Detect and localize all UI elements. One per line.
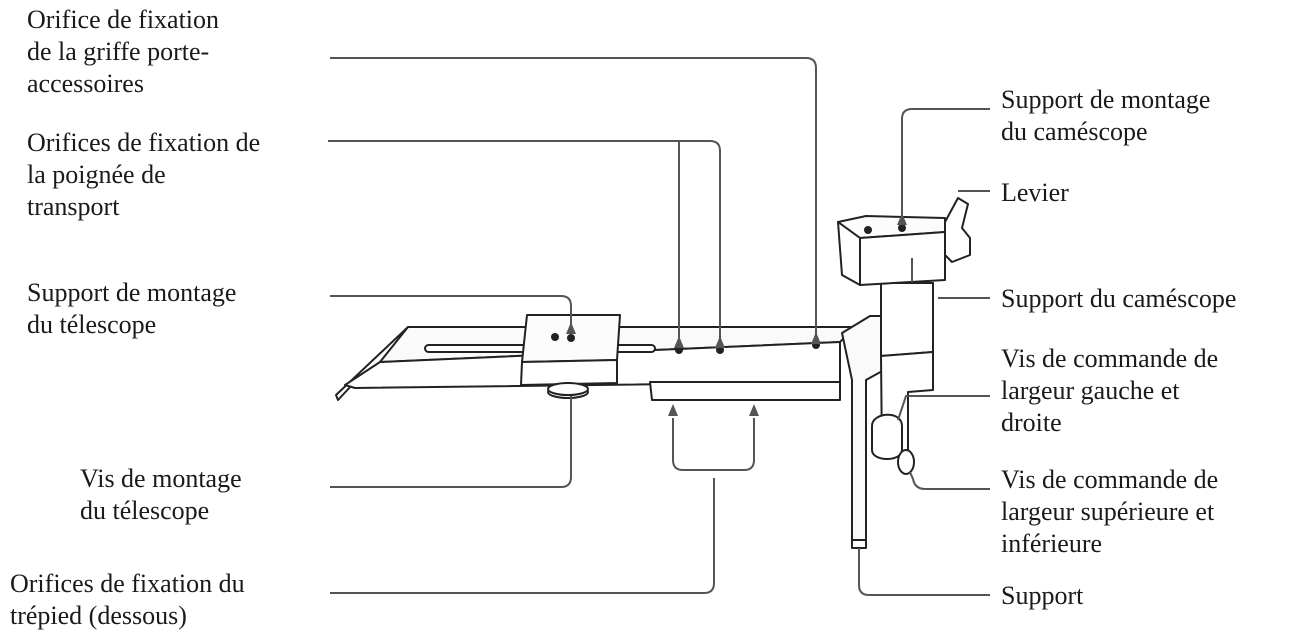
leader-poignee bbox=[328, 140, 721, 347]
label-levier: Levier bbox=[1001, 178, 1069, 207]
label-vis-telescope: Vis de montage du télescope bbox=[80, 464, 242, 525]
label-vis-gauche-droite: Vis de commande de largeur gauche et dro… bbox=[1001, 344, 1219, 437]
leader-support-du-camescope bbox=[911, 258, 990, 299]
label-support-du-camescope: Support du caméscope bbox=[1001, 284, 1237, 313]
camcorder-mount-front bbox=[859, 231, 946, 286]
rail-underside-plate bbox=[649, 381, 841, 401]
leader-vis-gauche-droite bbox=[897, 395, 990, 421]
leader-trepied-bracket bbox=[672, 418, 755, 471]
leader-lines bbox=[328, 57, 990, 596]
label-vis-sup-inf: Vis de commande de largeur supérieure et… bbox=[1001, 465, 1219, 558]
label-support: Support bbox=[1001, 581, 1084, 610]
bracket-foot bbox=[851, 539, 867, 549]
arrowheads bbox=[566, 213, 907, 416]
leader-vis-sup-inf bbox=[909, 471, 990, 490]
camcorder-plate-hole-2 bbox=[898, 224, 906, 232]
telescope-plate-hole-1 bbox=[551, 333, 559, 341]
leader-vis-telescope bbox=[330, 396, 572, 488]
leader-griffe bbox=[330, 57, 817, 343]
label-poignee: Orifices de fixation de la poignée de tr… bbox=[27, 128, 261, 221]
bracket-vertical-body bbox=[841, 315, 885, 541]
leader-support bbox=[858, 548, 990, 596]
label-support-camescope: Support de montage du caméscope bbox=[1001, 85, 1211, 146]
camcorder-support-column bbox=[880, 282, 934, 357]
camcorder-plate-hole-1 bbox=[864, 226, 872, 234]
height-screw-knob bbox=[897, 449, 915, 475]
leader-trepied bbox=[330, 478, 715, 594]
label-griffe: Orifice de fixation de la griffe porte- … bbox=[27, 5, 220, 98]
label-trepied: Orifices de fixation du trépied (dessous… bbox=[10, 569, 245, 630]
label-support-telescope: Support de montage du télescope bbox=[27, 278, 237, 339]
leader-support-camescope bbox=[901, 108, 990, 224]
lever bbox=[944, 197, 971, 263]
telescope-mount-front bbox=[520, 359, 618, 386]
telescope-plate-hole-2 bbox=[567, 334, 575, 342]
leader-support-telescope bbox=[330, 295, 572, 334]
